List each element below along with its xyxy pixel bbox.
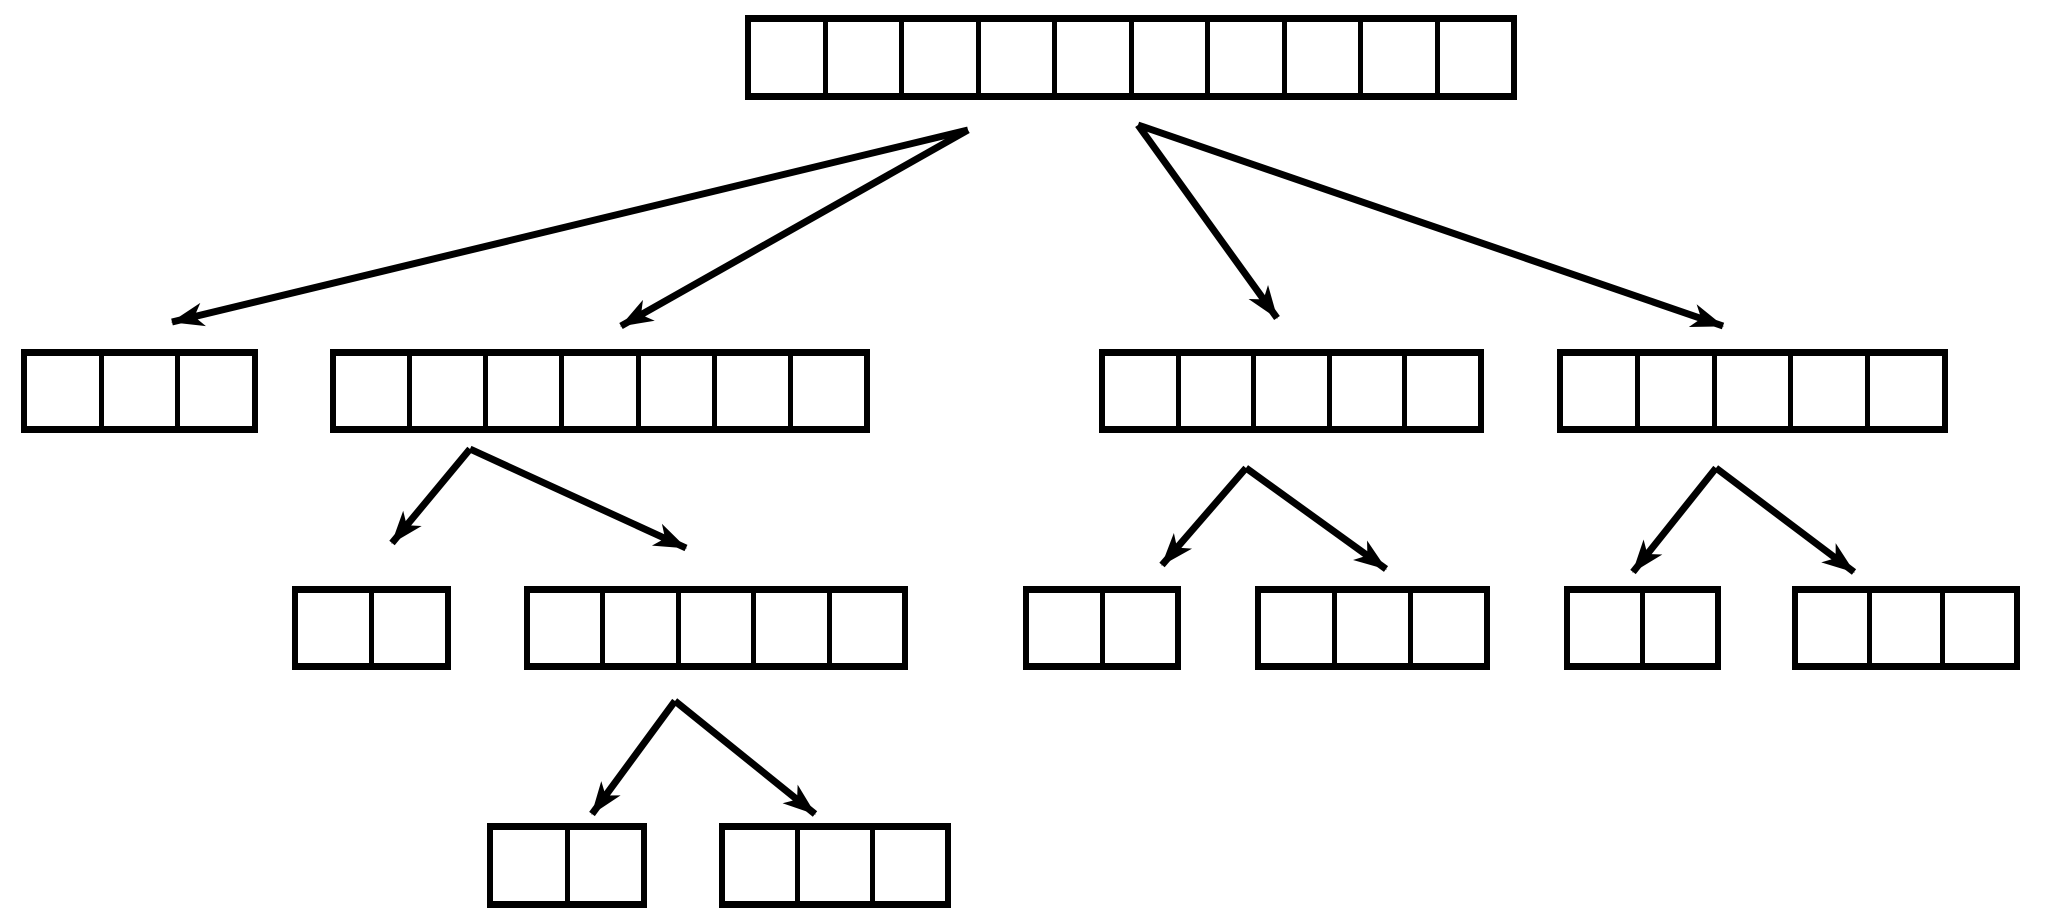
array-cell — [1128, 22, 1205, 93]
array-cell — [787, 356, 864, 426]
array-cell — [369, 593, 445, 663]
array-cell — [493, 830, 565, 901]
array-node-n2 — [330, 349, 870, 433]
array-cell — [751, 22, 823, 93]
array-cell — [1251, 356, 1327, 426]
array-cell — [530, 593, 601, 663]
array-cell — [98, 356, 176, 426]
array-cell — [1029, 593, 1100, 663]
array-cell — [795, 830, 870, 901]
array-cell — [559, 356, 636, 426]
arrow-root-to-n4 — [1136, 121, 1725, 330]
array-cell — [822, 22, 899, 93]
arrow-n4-to-n4b — [1713, 465, 1857, 575]
array-cell — [1640, 593, 1715, 663]
arrow-root-to-n3 — [1135, 122, 1280, 321]
array-node-n3a — [1023, 586, 1181, 670]
array-cell — [826, 593, 903, 663]
array-cell — [1570, 593, 1640, 663]
array-cell — [483, 356, 560, 426]
array-cell — [600, 593, 676, 663]
arrow-n4-to-n4a — [1630, 465, 1719, 575]
array-node-root — [745, 15, 1517, 100]
array-cell — [635, 356, 712, 426]
array-cell — [870, 830, 945, 901]
array-cell — [1563, 356, 1635, 426]
array-cell — [27, 356, 99, 426]
arrow-n2b-to-n2b1 — [589, 698, 678, 817]
array-cell — [725, 830, 795, 901]
array-cell — [1865, 356, 1942, 426]
arrow-root-to-n1 — [171, 126, 969, 327]
array-cell — [1105, 356, 1176, 426]
array-cell — [1205, 22, 1282, 93]
array-cell — [675, 593, 752, 663]
array-cell — [1175, 356, 1252, 426]
array-cell — [1261, 593, 1332, 663]
array-cell — [1408, 593, 1484, 663]
array-node-n2b2 — [719, 823, 951, 908]
array-cell — [899, 22, 976, 93]
array-cell — [336, 356, 408, 426]
array-node-n2a — [292, 586, 451, 670]
array-node-n4 — [1557, 349, 1948, 433]
array-cell — [1798, 593, 1867, 663]
array-node-n2b — [524, 586, 908, 670]
array-cell — [1358, 22, 1435, 93]
array-cell — [1326, 356, 1403, 426]
array-cell — [1099, 593, 1175, 663]
array-cell — [1866, 593, 1941, 663]
array-node-n3 — [1099, 349, 1484, 433]
arrow-n2b-to-n2b2 — [672, 698, 818, 817]
array-node-n1 — [21, 349, 258, 433]
array-cell — [975, 22, 1052, 93]
array-cell — [1634, 356, 1712, 426]
array-cell — [407, 356, 484, 426]
array-node-n2b1 — [487, 823, 647, 908]
array-cell — [1434, 22, 1511, 93]
arrow-n3-to-n3a — [1159, 465, 1249, 568]
array-cell — [1402, 356, 1478, 426]
array-cell — [1940, 593, 2015, 663]
array-cell — [751, 593, 827, 663]
arrow-n2-to-n2b — [468, 445, 688, 552]
array-cell — [1788, 356, 1866, 426]
array-cell — [1281, 22, 1358, 93]
array-cell — [711, 356, 788, 426]
array-node-n3b — [1255, 586, 1490, 670]
array-node-n4a — [1564, 586, 1721, 670]
array-node-n4b — [1792, 586, 2020, 670]
arrow-n3-to-n3b — [1243, 465, 1389, 572]
array-cell — [1052, 22, 1129, 93]
array-cell — [1711, 356, 1789, 426]
array-cell — [298, 593, 369, 663]
array-cell — [1332, 593, 1408, 663]
array-cell — [175, 356, 253, 426]
arrow-n2-to-n2a — [389, 446, 473, 546]
array-cell — [564, 830, 641, 901]
arrow-root-to-n2 — [619, 126, 970, 330]
